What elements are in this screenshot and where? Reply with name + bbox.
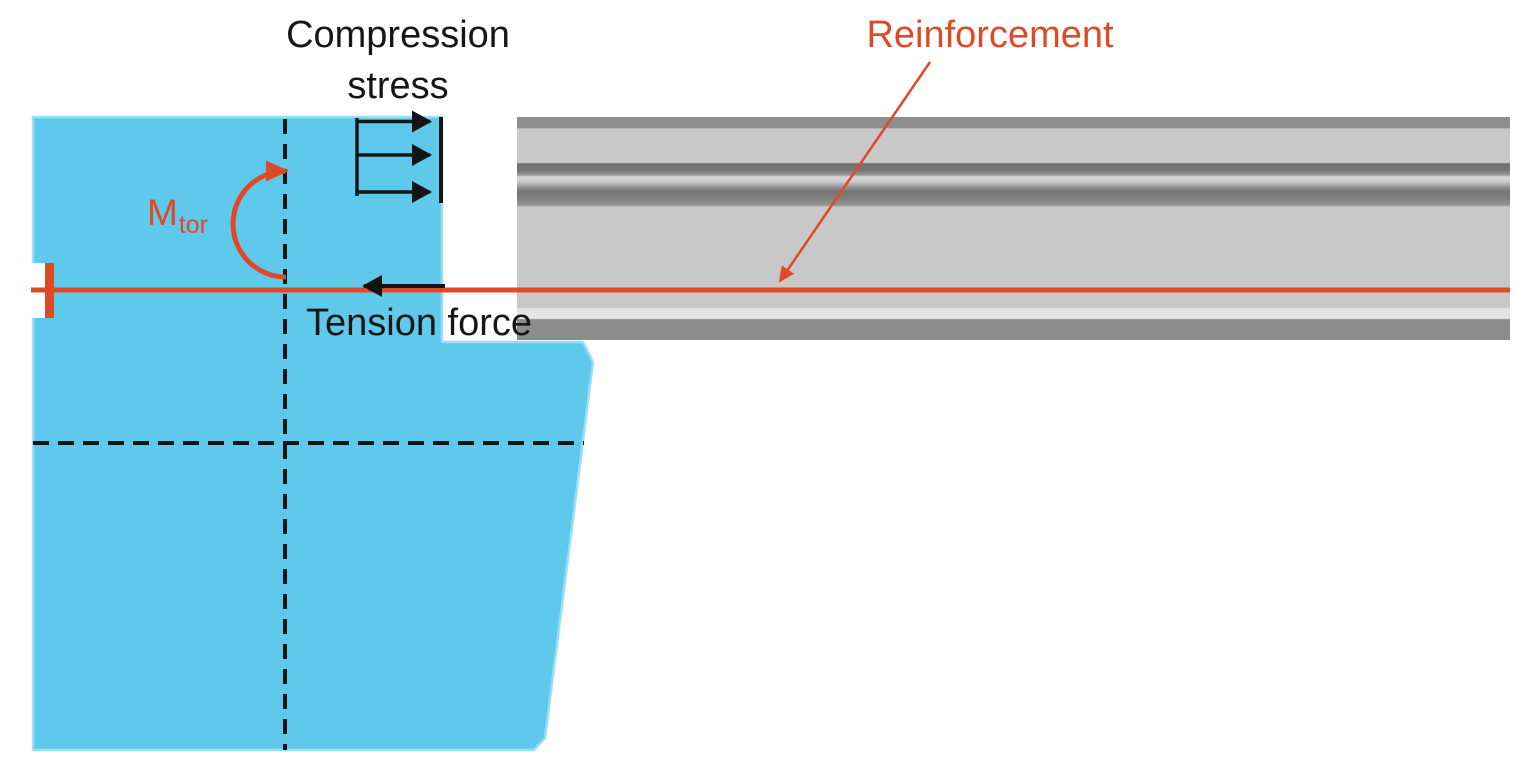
moment-symbol: M xyxy=(147,192,178,233)
compression-label-line1: Compression xyxy=(286,14,510,56)
reinforcement-end-anchor xyxy=(45,263,54,318)
torsion-moment-label: Mtor xyxy=(147,191,209,239)
torsion-moment-arc xyxy=(230,160,289,280)
reinforcement-leader-arrow xyxy=(778,61,932,283)
reinforcement-label: Reinforcement xyxy=(866,14,1114,56)
compression-label-line2: stress xyxy=(347,65,449,107)
compression-stress-block xyxy=(355,110,443,203)
moment-subscript: tor xyxy=(178,211,209,239)
compression-stress-label: Compression stress xyxy=(253,10,543,112)
tension-force-label: Tension force xyxy=(306,302,533,344)
hollow-core-slab xyxy=(517,117,1510,340)
edge-beam-section xyxy=(31,115,595,752)
